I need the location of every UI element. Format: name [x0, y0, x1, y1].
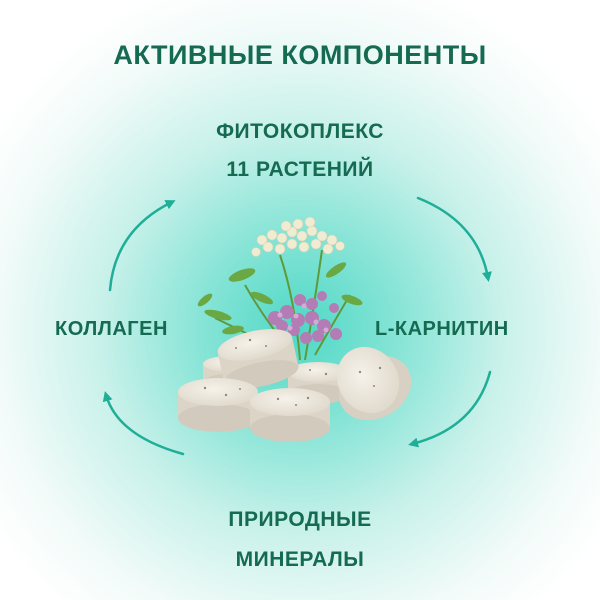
component-phytocomplex-line1: ФИТОКОПЛЕКС: [216, 120, 384, 143]
component-minerals-line1: ПРИРОДНЫЕ: [228, 508, 372, 531]
herbs-icon: [197, 216, 363, 361]
arrow-bottom-right-icon: [408, 370, 492, 448]
arrow-bottom-left-icon: [102, 391, 185, 456]
arrow-top-right-icon: [416, 196, 492, 282]
component-l-carnitine: L-КАРНИТИН: [375, 318, 509, 340]
page-title: АКТИВНЫЕ КОМПОНЕНТЫ: [113, 40, 487, 70]
component-collagen: КОЛЛАГЕН: [55, 318, 168, 340]
component-phytocomplex: ФИТОКОПЛЕКС 11 РАСТЕНИЙ: [150, 113, 450, 189]
component-minerals: ПРИРОДНЫЕ МИНЕРАЛЫ: [150, 500, 450, 580]
tablets-icon: [178, 329, 412, 442]
component-minerals-line2: МИНЕРАЛЫ: [235, 548, 365, 571]
arrow-top-left-icon: [108, 200, 176, 292]
cycle-arrows: [102, 196, 492, 456]
component-phytocomplex-line2: 11 РАСТЕНИЙ: [226, 158, 374, 181]
